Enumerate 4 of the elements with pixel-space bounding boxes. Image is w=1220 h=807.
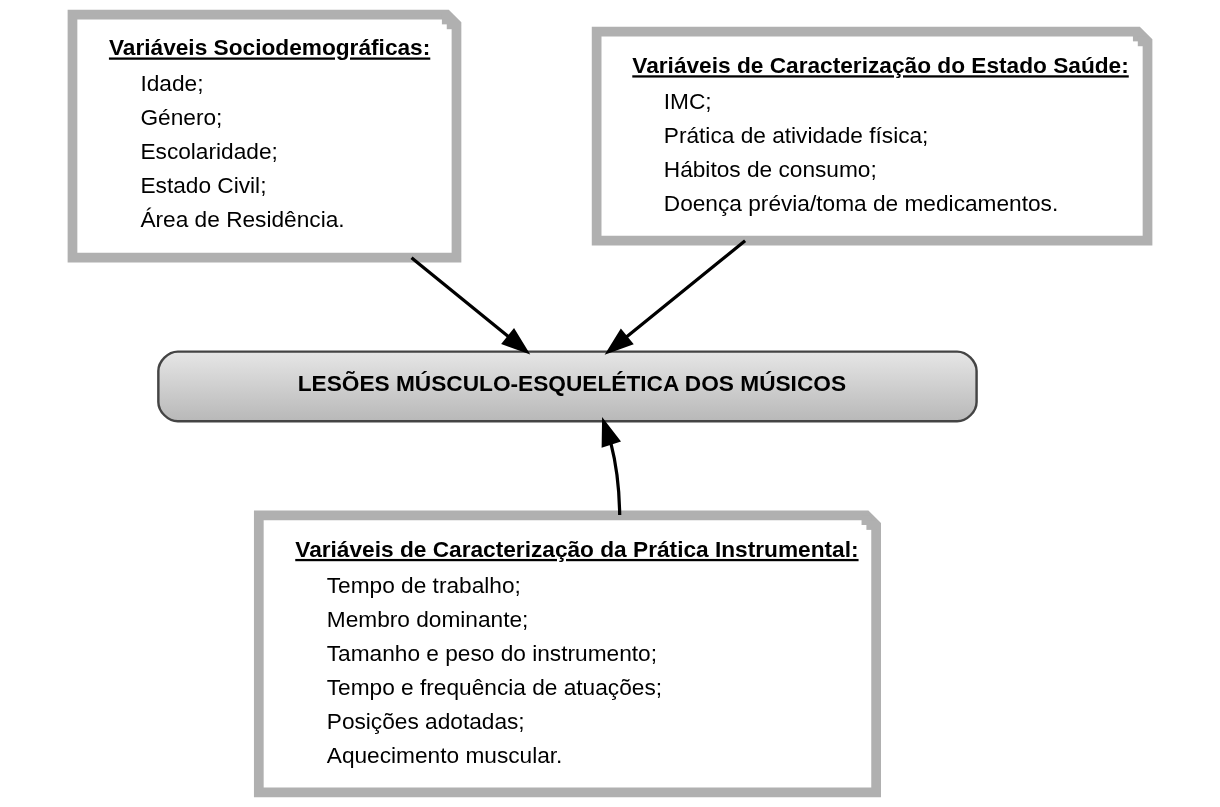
arrow [601, 416, 622, 515]
arrow [410, 256, 531, 355]
arrow [604, 239, 747, 355]
node-box: LESÕES MÚSCULO-ESQUELÉTICA DOS MÚSICOS [157, 350, 978, 423]
